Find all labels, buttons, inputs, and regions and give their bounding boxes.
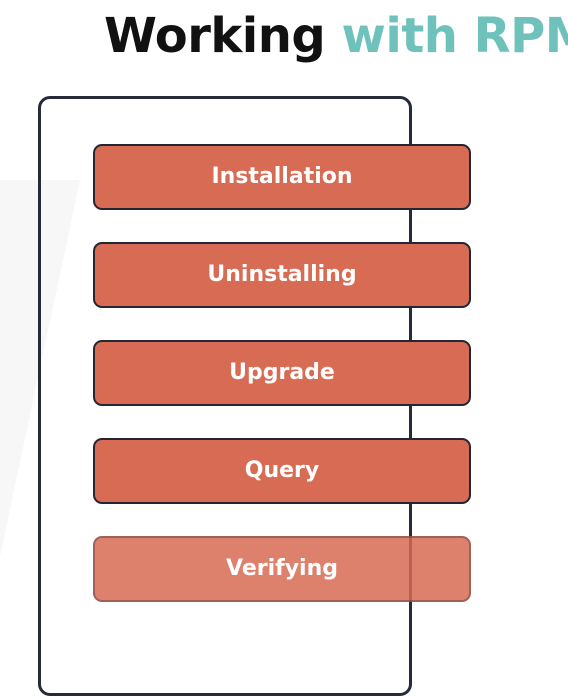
step-label: Query xyxy=(244,458,320,483)
step-label: Upgrade xyxy=(229,360,335,385)
title-part-2: with RPM xyxy=(341,8,568,64)
step-label: Verifying xyxy=(226,556,338,581)
step-uninstalling: Uninstalling xyxy=(93,242,471,308)
step-label: Installation xyxy=(211,164,353,189)
step-verifying: Verifying xyxy=(93,536,471,602)
title-part-1: Working xyxy=(104,8,326,64)
step-query: Query xyxy=(93,438,471,504)
page-title: Working with RPM xyxy=(104,4,568,68)
step-label: Uninstalling xyxy=(207,262,357,287)
step-upgrade: Upgrade xyxy=(93,340,471,406)
step-installation: Installation xyxy=(93,144,471,210)
step-list: Installation Uninstalling Upgrade Query … xyxy=(93,144,471,602)
